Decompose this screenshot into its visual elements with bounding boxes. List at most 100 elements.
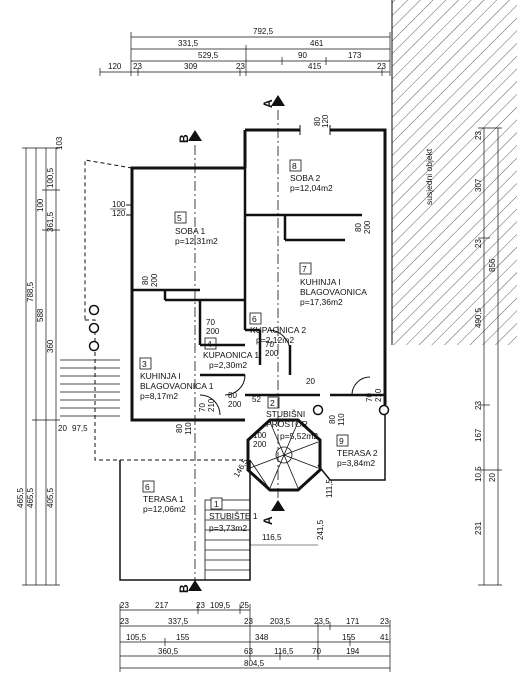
top-dim-r1-0: 792,5 bbox=[253, 27, 274, 36]
svg-text:80: 80 bbox=[328, 415, 337, 424]
bottom-dim-r2-6: 23 bbox=[380, 617, 389, 626]
room-2-area: p=5,52m2 bbox=[280, 431, 318, 441]
svg-text:80: 80 bbox=[313, 117, 322, 126]
room-6a-area: p=2,12m2 bbox=[256, 335, 294, 345]
bottom-dim-r2-1: 337,5 bbox=[168, 617, 189, 626]
opening-tag: 80 200 bbox=[228, 391, 242, 409]
left-dim-6: 360 bbox=[46, 339, 55, 353]
bottom-dimension-lines bbox=[119, 604, 391, 672]
svg-text:200: 200 bbox=[228, 400, 242, 409]
svg-text:120: 120 bbox=[321, 114, 330, 128]
top-dim-r4-1: 23 bbox=[133, 62, 142, 71]
bottom-dim-r4-1: 63 bbox=[244, 647, 253, 656]
svg-text:80: 80 bbox=[354, 223, 363, 232]
svg-text:200: 200 bbox=[150, 273, 159, 287]
bottom-dim-r1-2: 23 bbox=[196, 601, 205, 610]
room-num-box bbox=[249, 312, 262, 325]
opening-tag: 100 120 bbox=[110, 200, 126, 218]
opening-tag: 70 200 bbox=[265, 340, 279, 358]
bottom-dim-r3-1: 155 bbox=[176, 633, 190, 642]
left-dim-11: 405,5 bbox=[46, 487, 55, 508]
bottom-dim-r2-5: 171 bbox=[346, 617, 360, 626]
left-stairs bbox=[60, 359, 120, 417]
neighbor-building-hatch bbox=[392, 0, 517, 345]
left-dim-7: 465,5 bbox=[16, 487, 25, 508]
right-dim-4: 490,5 bbox=[474, 307, 483, 328]
room-3-name1: KUHINJA I bbox=[140, 371, 181, 381]
left-dim-1: 100,5 bbox=[46, 167, 55, 188]
top-dim-r4-2: 309 bbox=[184, 62, 198, 71]
room-1-num: 1 bbox=[214, 499, 219, 509]
room-6b-area: p=12,06m2 bbox=[143, 504, 186, 514]
room-num-box bbox=[204, 337, 217, 350]
svg-text:210: 210 bbox=[207, 398, 216, 412]
svg-text:70: 70 bbox=[198, 403, 207, 412]
bottom-dim-r2-4: 23,5 bbox=[314, 617, 330, 626]
room-9-area: p=3,84m2 bbox=[337, 458, 375, 468]
room-8-name: SOBA 2 bbox=[290, 173, 321, 183]
room-6b-name: TERASA 1 bbox=[143, 494, 184, 504]
section-lines bbox=[194, 110, 279, 580]
room-9-name: TERASA 2 bbox=[337, 448, 378, 458]
bottom-dim-r4-0: 360,5 bbox=[158, 647, 179, 656]
left-dim-8: 20 bbox=[58, 424, 67, 433]
svg-text:70: 70 bbox=[365, 393, 374, 402]
left-dim-0: 103 bbox=[55, 136, 64, 150]
room-2-name1: STUBIŠNI bbox=[266, 409, 305, 419]
right-dim-3: 23 bbox=[474, 239, 483, 248]
opening-tag: 70 210 bbox=[365, 388, 383, 402]
left-dim-3: 361,5 bbox=[46, 211, 55, 232]
opening-tag: 70 200 bbox=[206, 318, 220, 336]
room-6a-num: 6 bbox=[252, 314, 257, 324]
right-dim-1: 307 bbox=[474, 178, 483, 192]
opening-tag: 80 200 bbox=[354, 220, 372, 234]
opening-tag: 70 210 bbox=[198, 398, 216, 412]
room-4-name: KUPAONICA 1 bbox=[203, 350, 259, 360]
svg-text:110: 110 bbox=[337, 413, 346, 426]
bottom-dim-r2-3: 203,5 bbox=[270, 617, 291, 626]
room-num-box bbox=[267, 396, 280, 409]
room-num-box bbox=[142, 480, 155, 493]
svg-text:200: 200 bbox=[265, 349, 279, 358]
room-2-name2: PROSTOR bbox=[266, 419, 308, 429]
room-num-box bbox=[139, 357, 152, 370]
top-dim-r4-3: 23 bbox=[236, 62, 245, 71]
room-3-area: p=8,17m2 bbox=[140, 391, 178, 401]
left-dim-2: 100 bbox=[36, 198, 45, 212]
room-8-num: 8 bbox=[292, 161, 297, 171]
svg-text:100: 100 bbox=[253, 431, 267, 440]
inner-dim-2: 241,5 bbox=[316, 519, 325, 540]
svg-text:210: 210 bbox=[374, 388, 383, 402]
neighbor-label: susjedni objekt bbox=[424, 148, 434, 205]
left-dim-10: 465,5 bbox=[26, 487, 35, 508]
right-dim-7: 10,5 bbox=[474, 466, 483, 482]
bottom-dim-r2-0: 23 bbox=[120, 617, 129, 626]
left-dim-4: 788,5 bbox=[26, 281, 35, 302]
top-dim-r3-0: 529,5 bbox=[198, 51, 219, 60]
bottom-dim-r2-2: 23 bbox=[244, 617, 253, 626]
room-5-area: p=12,31m2 bbox=[175, 236, 218, 246]
room-5-num: 5 bbox=[177, 213, 182, 223]
room-7-num: 7 bbox=[302, 264, 307, 274]
section-markers bbox=[188, 95, 285, 591]
right-dim-8: 20 bbox=[488, 473, 497, 482]
svg-text:200: 200 bbox=[363, 220, 372, 234]
top-dimension-lines bbox=[99, 32, 391, 76]
top-dim-r4-4: 415 bbox=[308, 62, 322, 71]
room-8-area: p=12,04m2 bbox=[290, 183, 333, 193]
room-num-box bbox=[299, 262, 312, 275]
room-4-num: 4 bbox=[207, 339, 212, 349]
bottom-dim-r5-0: 804,5 bbox=[244, 659, 265, 668]
room-3-name2: BLAGOVAONICA 1 bbox=[140, 381, 214, 391]
columns bbox=[88, 304, 390, 416]
room-1-area: p=3,73m2 bbox=[209, 523, 247, 533]
bottom-dim-r3-2: 348 bbox=[255, 633, 269, 642]
section-a-bottom: A bbox=[261, 516, 275, 525]
right-dimension-lines bbox=[478, 127, 502, 586]
top-dim-r4-5: 23 bbox=[377, 62, 386, 71]
left-dim-9: 97,5 bbox=[72, 424, 88, 433]
svg-text:70: 70 bbox=[206, 318, 215, 327]
svg-text:110: 110 bbox=[184, 422, 193, 435]
svg-text:100: 100 bbox=[112, 200, 126, 209]
